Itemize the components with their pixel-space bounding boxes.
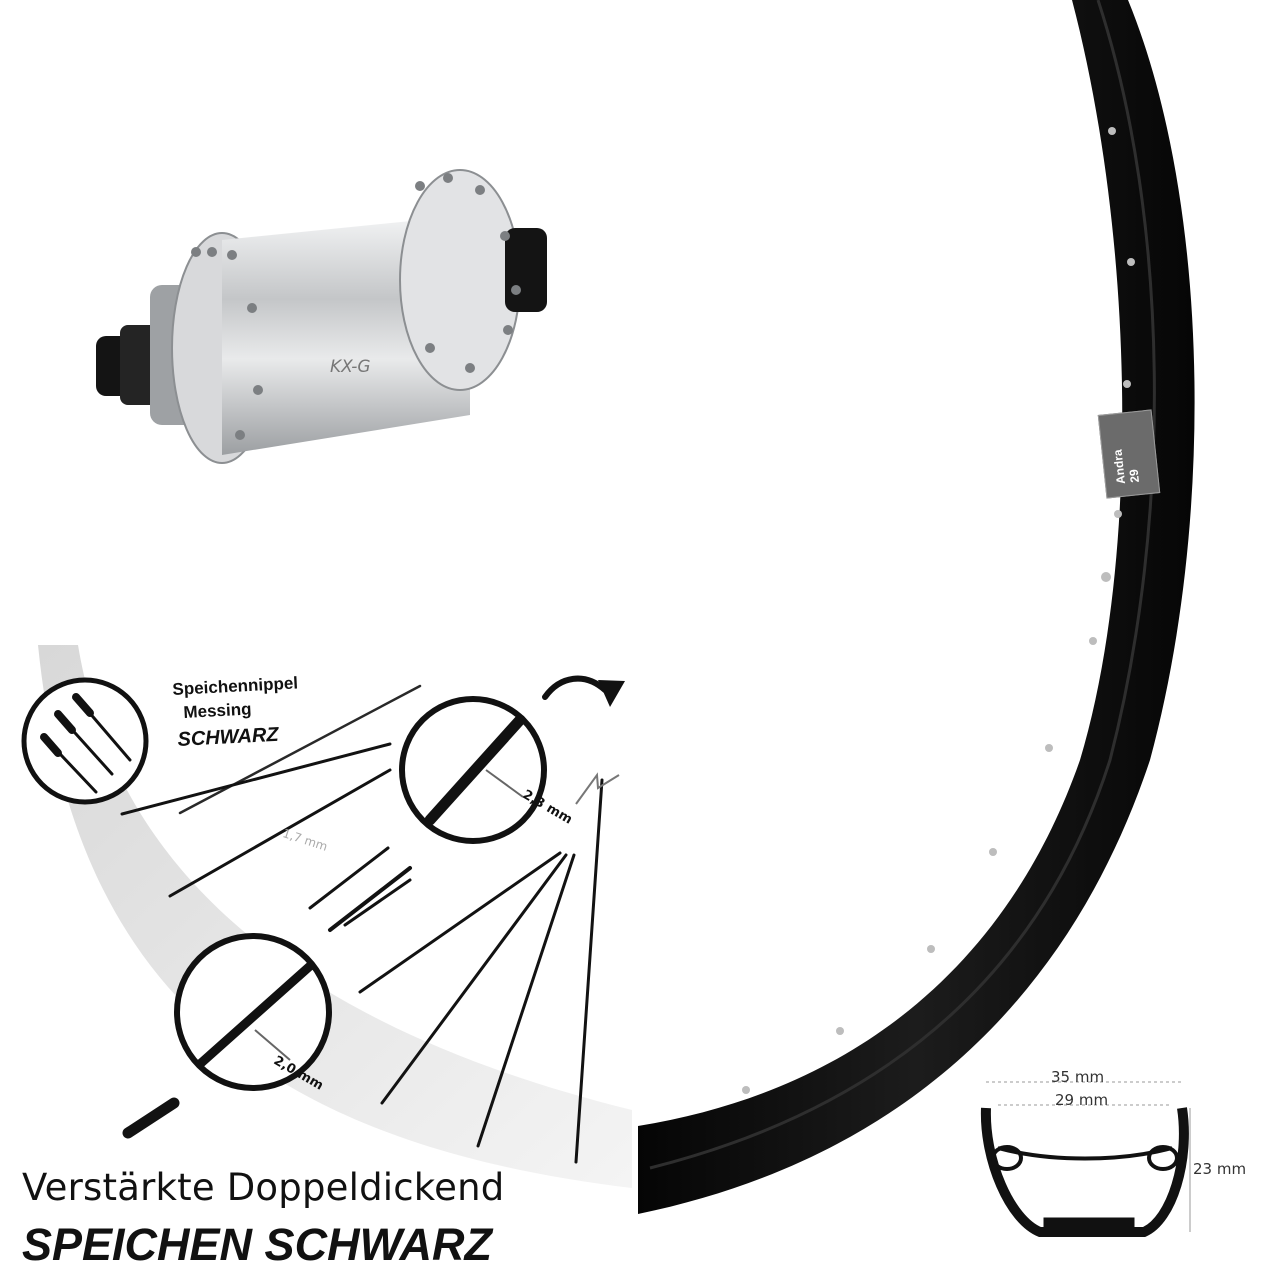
spoke-nipple-icon <box>21 677 149 805</box>
rim-profile-diagram <box>980 1081 1191 1237</box>
rim-inner-width: 29 mm <box>1055 1091 1109 1109</box>
rim-decal-text: Andra 29 <box>1110 448 1142 485</box>
caption-line1: Verstärkte Doppeldickend <box>22 1166 505 1209</box>
hub-brand-text: KX-G <box>330 357 371 377</box>
hub-image: KX-G <box>96 169 547 464</box>
rim-height: 23 mm <box>1193 1160 1247 1178</box>
caption-line2: SPEICHEN SCHWARZ <box>22 1219 493 1270</box>
spoke-profile-icon <box>575 772 620 805</box>
nipple-label-line2: Messing <box>183 699 252 722</box>
spokes <box>120 684 604 1164</box>
rim-image <box>638 0 1195 1214</box>
rim-outer-width: 35 mm <box>1051 1068 1105 1086</box>
spoke-zoom-bottom <box>174 933 332 1091</box>
spoke-zoom-top <box>399 696 547 844</box>
wheel-arc <box>38 645 632 1188</box>
spoke-head-icon <box>542 675 625 707</box>
rim-decal: Andra 29 <box>1097 409 1161 499</box>
